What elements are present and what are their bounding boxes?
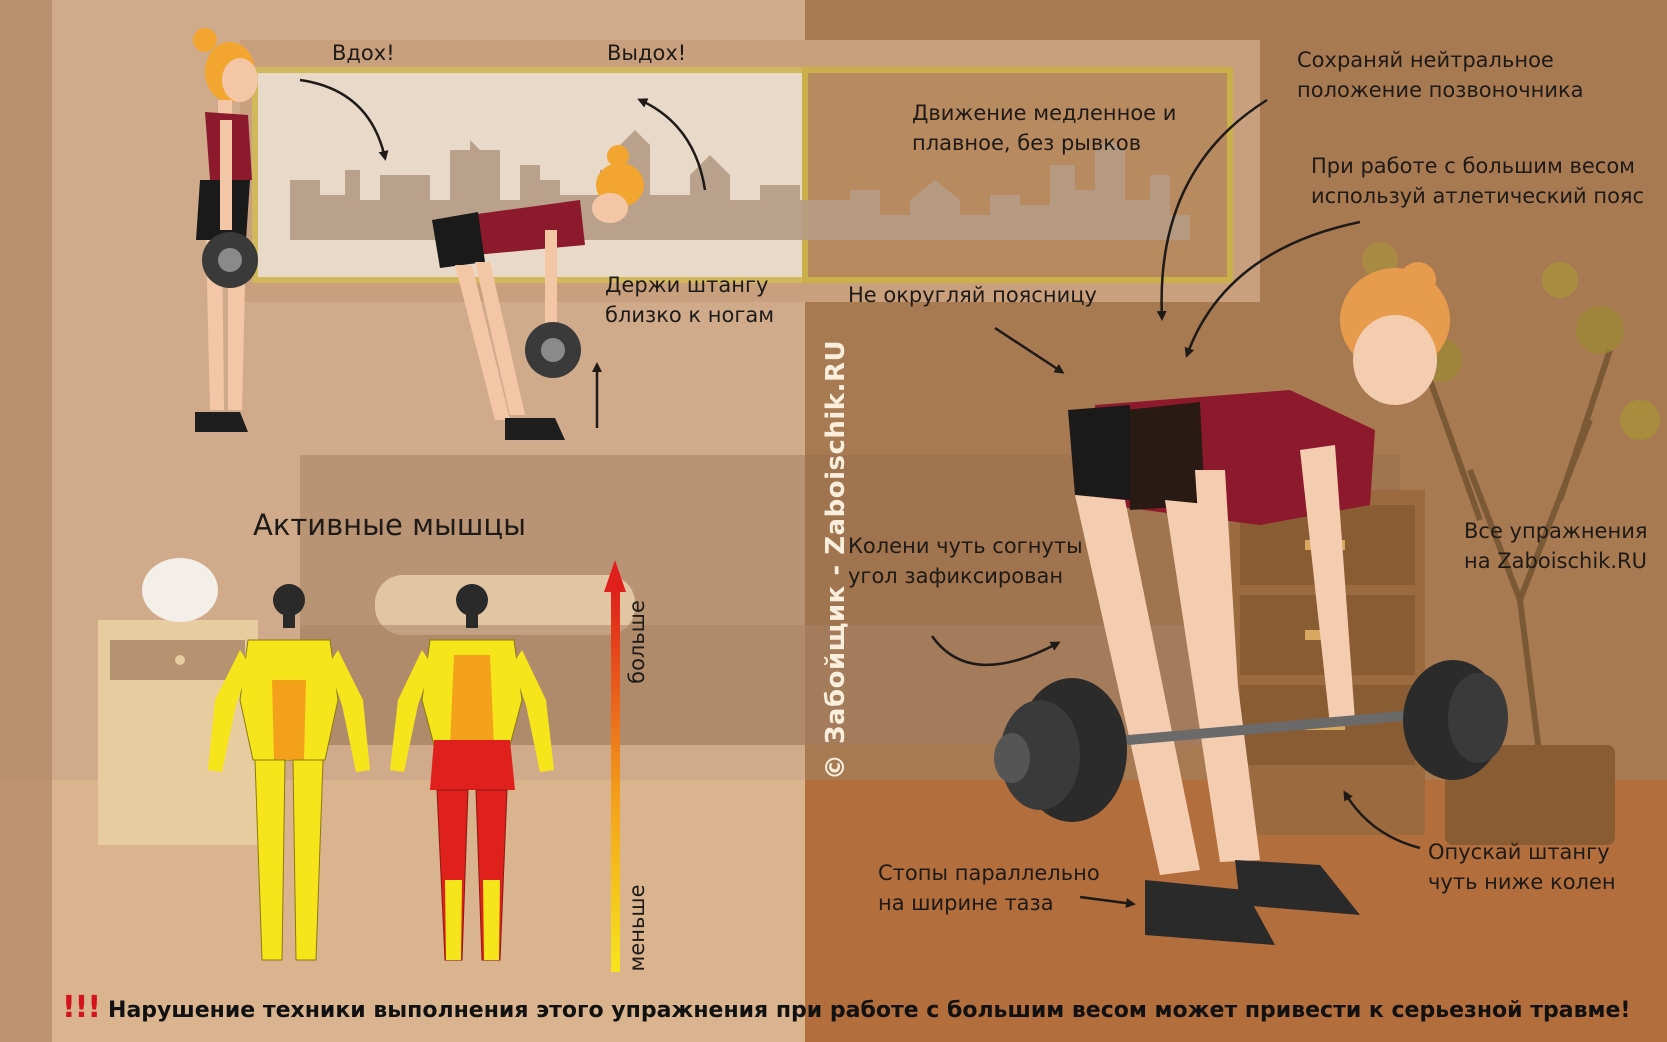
- standing-woman-figure: [193, 28, 258, 432]
- neutral-spine-line-2: положение позвоночника: [1297, 78, 1584, 102]
- knees-arrow: [930, 635, 1061, 667]
- active-muscles-heading: Активные мышцы: [253, 508, 527, 542]
- main-woman-figure: [1068, 262, 1450, 945]
- belt-line-2: используй атлетический пояс: [1311, 184, 1645, 208]
- belt-line-1: При работе с большим весом: [1311, 154, 1636, 178]
- knees-note: Колени чуть согнуты угол зафиксирован: [848, 531, 1083, 591]
- no-round-back-note: Не округляй поясницу: [848, 283, 1097, 307]
- bent-woman-figure: [432, 145, 644, 440]
- muscle-map-back: [390, 584, 554, 961]
- keep-bar-close-line-1: Держи штангу: [605, 273, 769, 297]
- knees-line-1: Колени чуть согнуты: [848, 534, 1083, 558]
- feet-note: Стопы параллельно на ширине таза: [878, 858, 1100, 918]
- exhale-arrow: [637, 98, 707, 191]
- exhale-label: Выдох!: [607, 41, 687, 65]
- scale-more-text: больше: [625, 600, 649, 684]
- keep-bar-close-line-2: близко к ногам: [605, 303, 775, 327]
- slow-motion-line-2: плавное, без рывков: [912, 131, 1142, 155]
- lower-bar-arrow: [1343, 790, 1421, 850]
- all-exercises-note: Все упражнения на Zaboischik.RU: [1464, 516, 1647, 576]
- all-exercises-line-1: Все упражнения: [1464, 519, 1648, 543]
- feet-line-2: на ширине таза: [878, 891, 1054, 915]
- knees-line-2: угол зафиксирован: [848, 564, 1064, 588]
- intensity-scale-bar: [604, 560, 626, 972]
- lower-bar-line-2: чуть ниже колен: [1428, 870, 1616, 894]
- lower-bar-line-1: Опускай штангу: [1428, 840, 1610, 864]
- barbell: [994, 660, 1508, 822]
- warning-marks: !!!: [62, 990, 101, 1025]
- slow-motion-note: Движение медленное и плавное, без рывков: [912, 98, 1176, 158]
- neutral-spine-note: Сохраняй нейтральное положение позвоночн…: [1297, 45, 1584, 105]
- belt-arrow: [1184, 220, 1361, 358]
- neutral-spine-line-1: Сохраняй нейтральное: [1297, 48, 1554, 72]
- muscle-map-front: [208, 584, 370, 961]
- lower-back-arrow: [994, 326, 1065, 374]
- feet-arrow: [1079, 895, 1136, 909]
- scale-less-text: меньше: [625, 884, 649, 972]
- warning-text: Нарушение техники выполнения этого упраж…: [108, 998, 1631, 1023]
- inhale-label: Вдох!: [332, 41, 395, 65]
- belt-note: При работе с большим весом используй атл…: [1311, 151, 1644, 211]
- feet-line-1: Стопы параллельно: [878, 861, 1100, 885]
- warning-banner: !!! Нарушение техники выполнения этого уп…: [62, 990, 1662, 1029]
- slow-motion-line-1: Движение медленное и: [912, 101, 1177, 125]
- spine-arrow: [1156, 98, 1268, 321]
- watermark-text: © Забойщик - Zaboischik.RU: [821, 339, 851, 781]
- inhale-arrow: [299, 78, 389, 161]
- lower-bar-note: Опускай штангу чуть ниже колен: [1428, 837, 1616, 897]
- all-exercises-line-2: на Zaboischik.RU: [1464, 549, 1647, 573]
- keep-bar-close-note: Держи штангу близко к ногам: [605, 270, 774, 330]
